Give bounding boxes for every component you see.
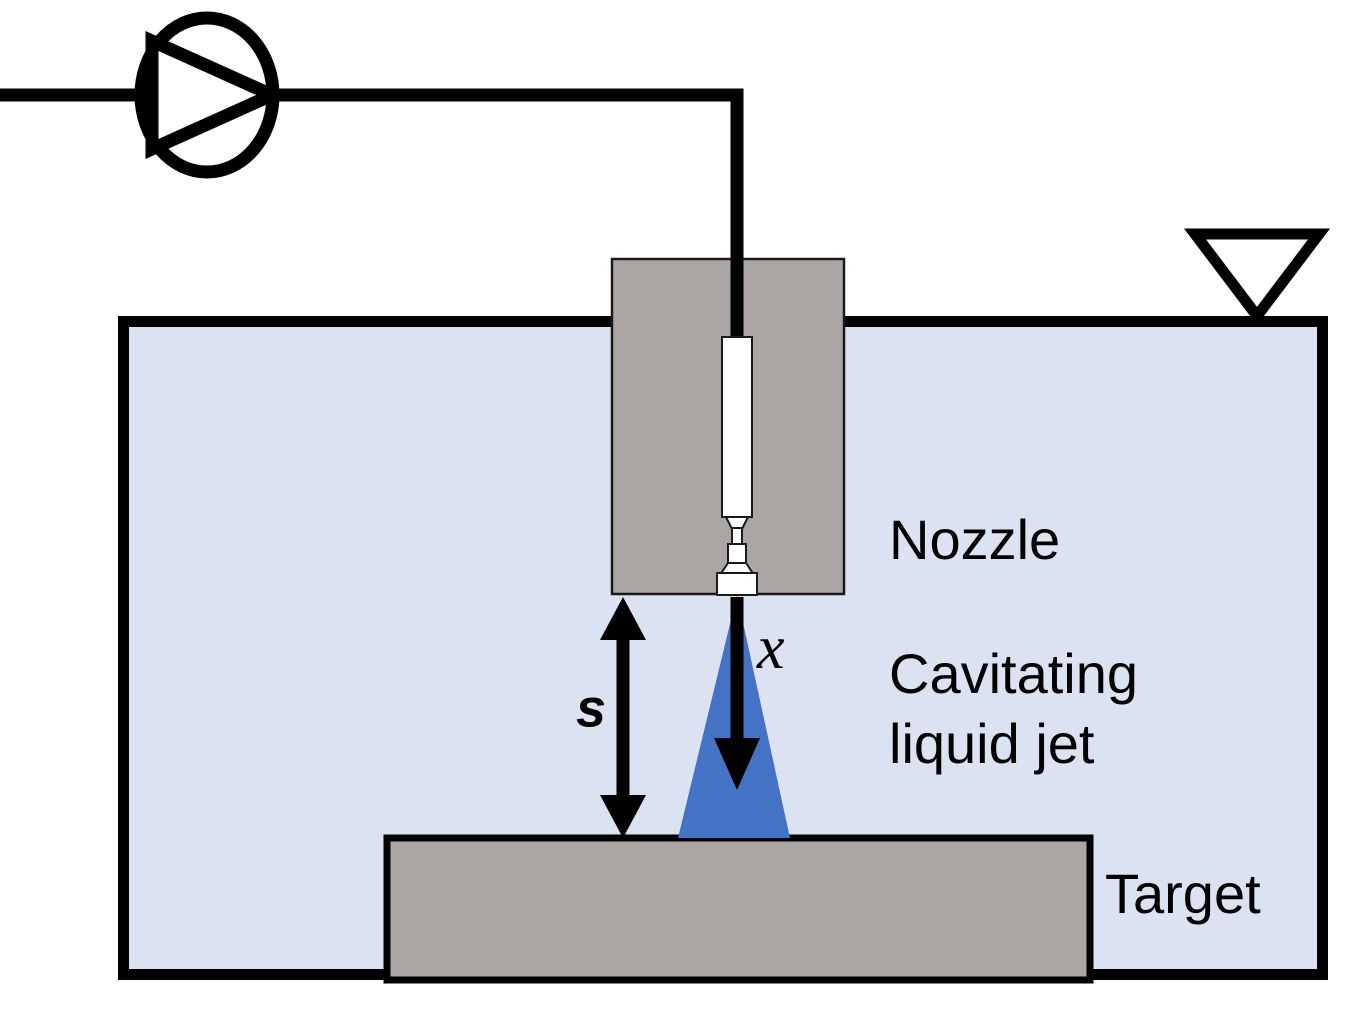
standoff-distance-symbol: s bbox=[576, 678, 606, 738]
axial-coordinate-symbol: x bbox=[756, 614, 785, 682]
nozzle-internal-assembly bbox=[716, 336, 758, 596]
target-label: Target bbox=[1105, 862, 1261, 925]
cavitating-jet-label-line2: liquid jet bbox=[889, 712, 1095, 775]
nozzle-label: Nozzle bbox=[889, 508, 1060, 571]
target-block bbox=[383, 834, 1094, 984]
standoff-arrow-head-down bbox=[600, 795, 646, 838]
nozzle-body-tube bbox=[721, 336, 753, 518]
standoff-dimension-arrow bbox=[600, 597, 646, 838]
cavitating-jet-label-line1: Cavitating bbox=[889, 642, 1138, 705]
free-surface-triangle bbox=[1183, 228, 1331, 326]
axial-direction-arrow bbox=[714, 597, 760, 790]
pump-flow-triangle-icon bbox=[145, 30, 288, 160]
nozzle-exit-base-plate bbox=[716, 572, 758, 596]
axial-arrow-head bbox=[714, 738, 760, 790]
target-block-body bbox=[383, 834, 1094, 984]
supply-piping bbox=[0, 88, 744, 345]
pump-symbol bbox=[134, 11, 288, 179]
nozzle-neck bbox=[731, 527, 743, 546]
nozzle-collar-block bbox=[727, 543, 747, 565]
free-surface-triangle-outline bbox=[1183, 228, 1331, 326]
standoff-arrow-head-up bbox=[600, 597, 646, 640]
